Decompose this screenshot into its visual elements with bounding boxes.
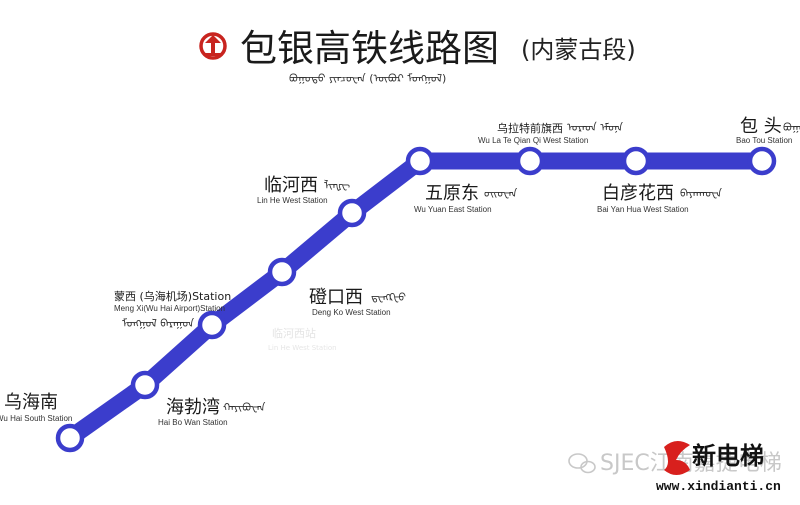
- station-dot-wu-la-te-qian-qi-west[interactable]: [515, 146, 545, 176]
- station-name: 蒙西 (乌海机场)Station: [114, 289, 231, 303]
- station-dot-wu-yuan-east[interactable]: [405, 146, 435, 176]
- station-name-en: Bai Yan Hua West Station: [597, 205, 689, 214]
- station-name-en: Lin He West Station: [257, 196, 328, 205]
- ghost-label: 临河西站: [272, 326, 316, 340]
- station-name-mongolian: ᠪᠤᠭᠤᠲᠤ: [783, 121, 800, 134]
- station-name-en: Bao Tou Station: [736, 136, 792, 145]
- station-label-lin-he-west[interactable]: 临河西 ᠯᠢᠨᠾᠧ Lin He West Station: [257, 175, 350, 205]
- station-label-wu-yuan-east[interactable]: 五原东 ᠦ᠋ᠢᠤᠸᠠᠨ Wu Yuan East Station: [414, 183, 517, 214]
- station-label-deng-ko-west[interactable]: 磴口西 ᠳ᠋ᠧᠩᠺᠧᠦ Deng Ko West Station: [309, 287, 406, 317]
- station-name-mongolian: ᠤᠷᠠᠳ ᠡᠮᠦᠨᠡ: [567, 121, 623, 134]
- brand-badge: 新电梯 www.xindianti.cn: [656, 440, 781, 494]
- station-dot-bai-yan-hua-west[interactable]: [621, 146, 651, 176]
- station-name-en: Wu La Te Qian Qi West Station: [478, 136, 588, 145]
- ghost-label-en: Lin He West Station: [268, 344, 337, 352]
- station-dots: [55, 146, 777, 453]
- station-label-meng-xi[interactable]: 蒙西 (乌海机场)Station Meng Xi(Wu Hai Airport)…: [114, 289, 231, 330]
- station-label-wu-la-te-qian-qi-west[interactable]: 乌拉特前旗西 ᠤᠷᠠᠳ ᠡᠮᠦᠨᠡ Wu La Te Qian Qi West …: [478, 121, 623, 145]
- station-name: 白彦花西: [602, 183, 674, 204]
- station-label-bao-tou[interactable]: 包 头 ᠪᠤᠭᠤᠲᠤ Bao Tou Station: [736, 116, 800, 145]
- map-title: 包银高铁线路图: [240, 27, 499, 70]
- map-title-mongolian: ᠪᠣᠭᠣᠳᠣ ᠶᠢᠨᠴᠤᠸᠠᠨ (ᠥᠪᠥᠷ ᠮᠣᠩᠭᠣᠯ): [289, 72, 446, 85]
- station-name-en: Wu Yuan East Station: [414, 205, 492, 214]
- station-name-en: Wu Hai South Station: [0, 414, 72, 423]
- station-name: 五原东: [425, 183, 479, 204]
- station-name: 乌拉特前旗西: [497, 121, 563, 135]
- station-name-mongolian: ᠬᠠᠶᠢᠪᠤᠸᠠᠨ: [223, 401, 266, 414]
- station-name-en: Meng Xi(Wu Hai Airport)Station: [114, 304, 225, 313]
- station-label-bai-yan-hua-west[interactable]: 白彦花西 ᠪᠠᠶᠠᠨᠬᠤᠸᠠ Bai Yan Hua West Station: [597, 183, 722, 214]
- station-name: 乌海南: [4, 392, 58, 413]
- china-railway-logo-icon: [199, 32, 227, 60]
- station-name: 临河西: [264, 175, 318, 196]
- station-dot-meng-xi[interactable]: [197, 310, 227, 340]
- station-name: 包 头: [740, 116, 782, 137]
- station-name-mongolian: ᠳ᠋ᠧᠩᠺᠧᠦ: [371, 291, 406, 304]
- station-name: 磴口西: [309, 287, 363, 308]
- station-dot-bao-tou[interactable]: [747, 146, 777, 176]
- station-label-hai-bo-wan[interactable]: 海勃湾 ᠬᠠᠶᠢᠪᠤᠸᠠᠨ Hai Bo Wan Station: [158, 397, 266, 427]
- station-dot-lin-he-west[interactable]: [337, 198, 367, 228]
- brand-logo-icon: [664, 440, 690, 475]
- station-dot-hai-bo-wan[interactable]: [130, 370, 160, 400]
- map-subtitle: (内蒙古段): [521, 36, 636, 64]
- station-name-mongolian: ᠪᠠᠶᠠᠨᠬᠤᠸᠠ: [680, 187, 722, 200]
- station-name-en: Hai Bo Wan Station: [158, 418, 228, 427]
- station-dot-unnamed[interactable]: [267, 257, 297, 287]
- station-name: 海勃湾: [166, 397, 220, 418]
- watermark-text: SJEC江南嘉捷电梯: [600, 451, 782, 476]
- station-name-en: Deng Ko West Station: [312, 308, 391, 317]
- station-name-mongolian: ᠮᠣᠩᠭᠣᠯ ᠪᠠᠷᠠᠭᠤᠨ: [122, 317, 194, 330]
- watermark: SJEC江南嘉捷电梯: [568, 451, 782, 476]
- brand-name: 新电梯: [692, 442, 764, 470]
- wechat-icon: [568, 453, 596, 474]
- station-label-wu-hai-south[interactable]: 乌海南 Wu Hai South Station: [0, 392, 72, 423]
- station-dot-wu-hai-south[interactable]: [55, 423, 85, 453]
- brand-url: www.xindianti.cn: [656, 479, 781, 494]
- station-name-mongolian: ᠯᠢᠨᠾᠧ: [324, 179, 350, 192]
- station-name-mongolian: ᠦ᠋ᠢᠤᠸᠠᠨ: [484, 187, 517, 200]
